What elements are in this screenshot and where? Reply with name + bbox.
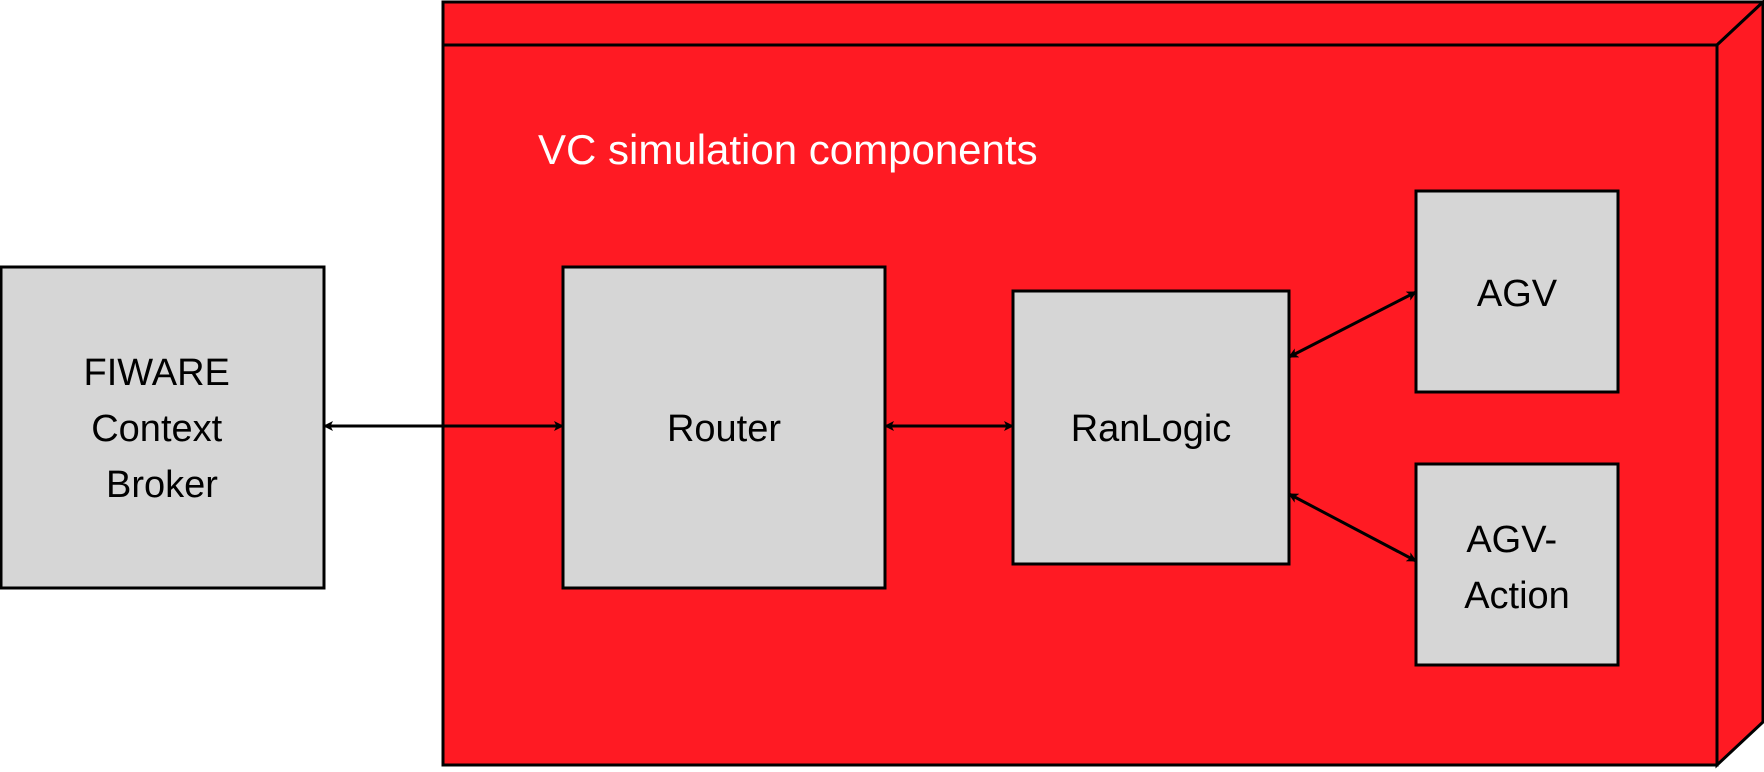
node-agv: AGV (1414, 189, 1620, 394)
node-agv-action: AGV- Action (1414, 462, 1620, 667)
node-box (1414, 462, 1620, 667)
edge-ranlogic-agv-action (1288, 492, 1417, 563)
node-label-line: Context (91, 408, 222, 450)
container-title: VC simulation components (538, 126, 1038, 173)
node-label-line: Action (1464, 575, 1570, 617)
node-fiware-context-broker: FIWARE Context Broker (0, 265, 326, 590)
node-label: FIWARE Context Broker (84, 352, 241, 506)
node-label: Router (667, 408, 781, 450)
edge-ranlogic-agv (1288, 290, 1417, 359)
node-box (561, 265, 887, 590)
node-box (0, 265, 326, 590)
node-label-line: AGV (1477, 273, 1558, 315)
edges (323, 290, 1417, 563)
node-label: AGV (1477, 273, 1558, 315)
node-label-line: AGV- (1466, 519, 1557, 561)
container-top-face (441, 0, 1764, 47)
node-box (1414, 189, 1620, 394)
node-label-line: RanLogic (1071, 408, 1232, 450)
node-label: AGV- Action (1464, 519, 1570, 617)
node-box (1011, 289, 1291, 566)
node-router: Router (561, 265, 887, 590)
node-label: RanLogic (1071, 408, 1232, 450)
node-label-line: Broker (106, 464, 218, 506)
container-side-face (1715, 0, 1764, 769)
node-label-line: FIWARE (84, 352, 230, 394)
node-ranlogic: RanLogic (1011, 289, 1291, 566)
node-label-line: Router (667, 408, 781, 450)
